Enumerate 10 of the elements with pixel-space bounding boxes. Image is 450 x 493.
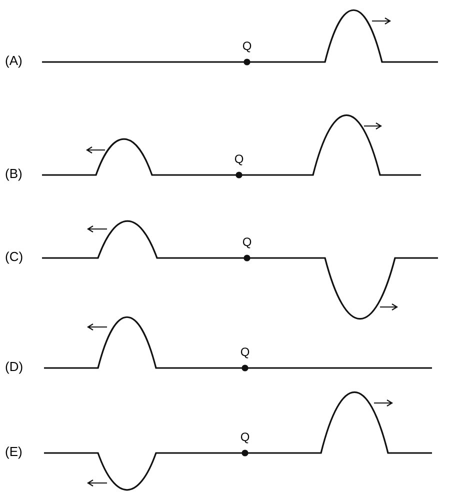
point-label: Q bbox=[240, 431, 250, 443]
option-label: (C) bbox=[5, 250, 24, 263]
option-label: (D) bbox=[5, 360, 24, 373]
option-label: (A) bbox=[5, 54, 22, 67]
point-label: Q bbox=[242, 40, 252, 52]
point-label: Q bbox=[234, 153, 244, 165]
point-label: Q bbox=[240, 346, 250, 358]
option-label: (B) bbox=[5, 167, 22, 180]
point-label: Q bbox=[242, 236, 252, 248]
option-label: (E) bbox=[5, 445, 22, 458]
